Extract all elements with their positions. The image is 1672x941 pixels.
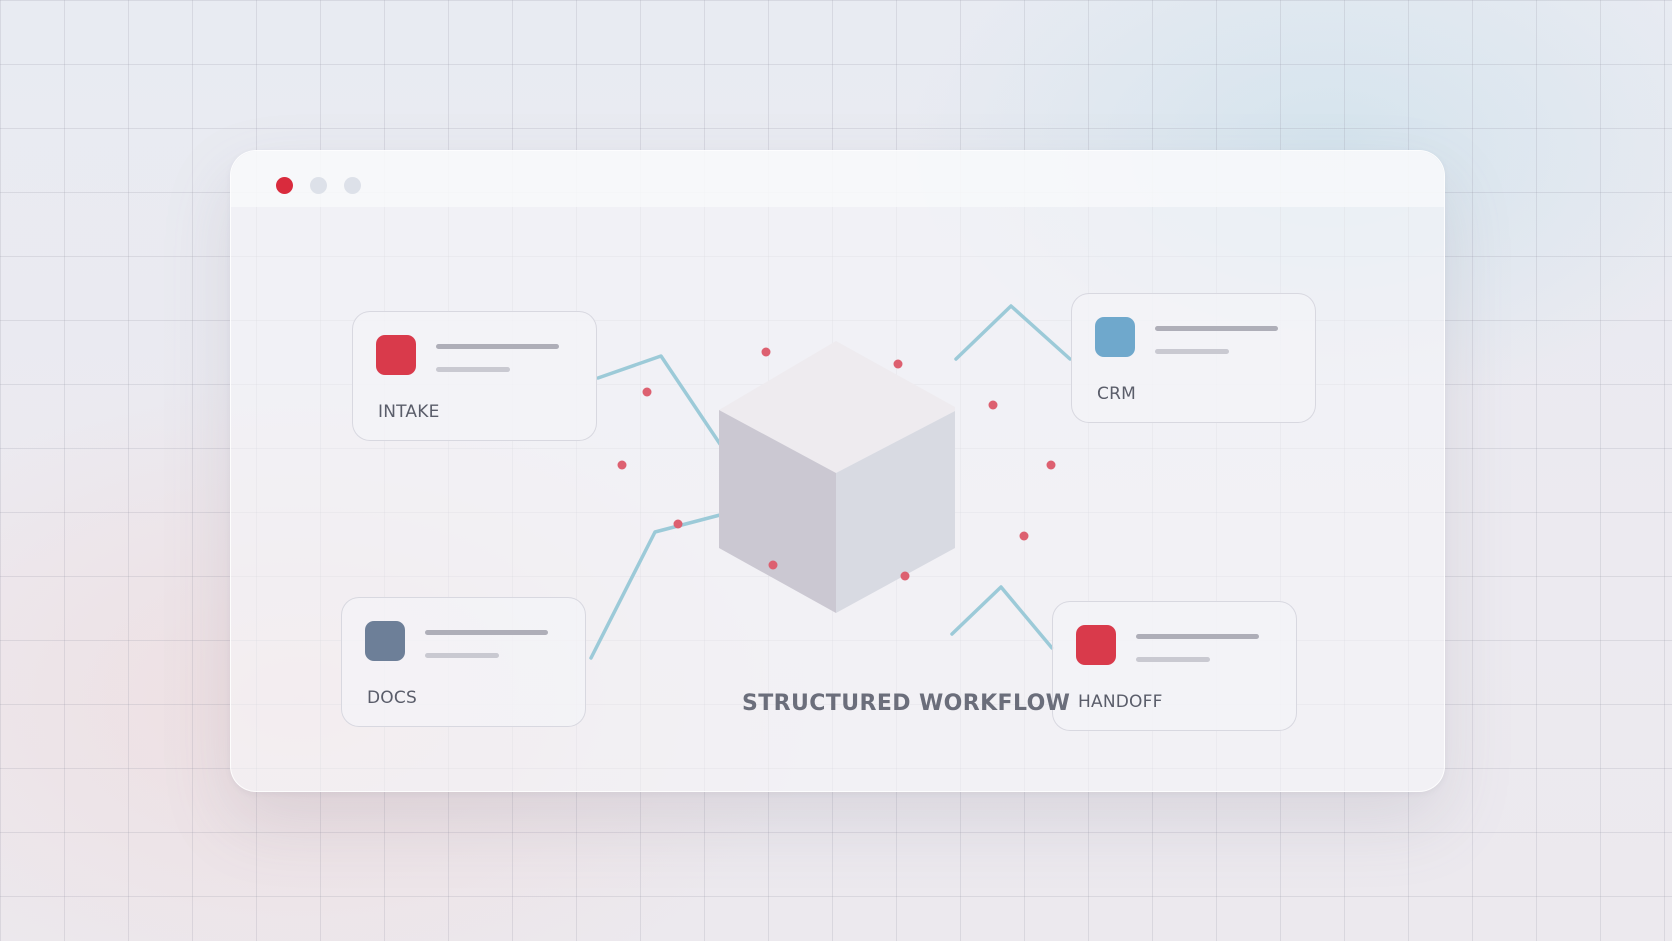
placeholder-line — [1136, 634, 1259, 639]
particle — [1019, 531, 1029, 541]
placeholder-line — [436, 344, 559, 349]
connector-handoff — [950, 585, 1054, 650]
cube-icon — [719, 341, 955, 613]
connector-lines — [589, 304, 1072, 660]
connector-intake — [596, 354, 722, 446]
particle — [761, 347, 771, 357]
close-dot[interactable] — [276, 177, 293, 194]
cube-top-face — [719, 341, 955, 473]
window-title-bar — [231, 151, 1444, 207]
particle — [988, 400, 998, 410]
minimize-dot[interactable] — [310, 177, 327, 194]
placeholder-line — [1155, 326, 1278, 331]
particle — [768, 560, 778, 570]
node-label-docs: DOCS — [367, 688, 417, 708]
placeholder-line — [436, 367, 510, 372]
placeholder-line — [1136, 657, 1210, 662]
particle — [900, 571, 910, 581]
particle — [642, 387, 652, 397]
particles — [617, 347, 1056, 581]
crm-chip-icon — [1095, 317, 1135, 357]
particle — [1046, 460, 1056, 470]
placeholder-line — [425, 653, 499, 658]
particle — [673, 519, 683, 529]
particle — [893, 359, 903, 369]
node-card-intake[interactable]: INTAKE — [352, 311, 597, 441]
node-card-crm[interactable]: CRM — [1071, 293, 1316, 423]
node-label-handoff: HANDOFF — [1078, 692, 1163, 712]
node-label-crm: CRM — [1097, 384, 1136, 404]
docs-chip-icon — [365, 621, 405, 661]
particle — [617, 460, 627, 470]
node-card-docs[interactable]: DOCS — [341, 597, 586, 727]
cube-left-face — [719, 410, 836, 613]
placeholder-line — [425, 630, 548, 635]
maximize-dot[interactable] — [344, 177, 361, 194]
handoff-chip-icon — [1076, 625, 1116, 665]
cube-right-face — [836, 411, 955, 613]
diagram-title: STRUCTURED WORKFLOW — [742, 691, 1071, 716]
node-card-handoff[interactable]: HANDOFF — [1052, 601, 1297, 731]
placeholder-line — [1155, 349, 1229, 354]
node-label-intake: INTAKE — [378, 402, 440, 422]
intake-chip-icon — [376, 335, 416, 375]
connector-docs — [589, 513, 722, 660]
connector-crm — [954, 304, 1072, 361]
